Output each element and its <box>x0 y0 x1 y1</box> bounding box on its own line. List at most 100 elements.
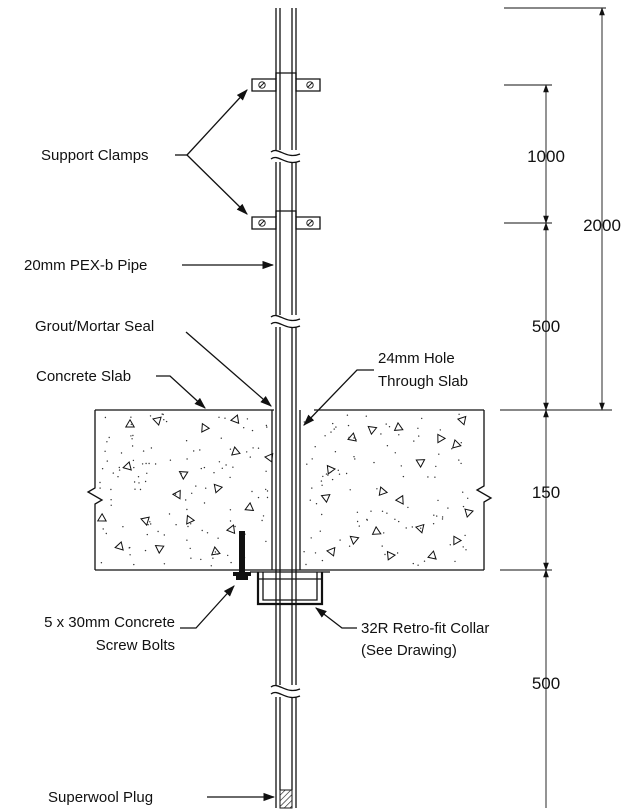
label-collar-line1: 32R Retro-fit Collar <box>361 620 489 637</box>
concrete-speckle-dot <box>265 488 267 491</box>
concrete-speckle-dot <box>122 526 124 528</box>
concrete-speckle-dot <box>405 527 407 529</box>
concrete-speckle-dot <box>217 537 219 539</box>
concrete-speckle-dot <box>386 445 389 447</box>
concrete-speckle-dot <box>129 554 131 556</box>
concrete-speckle-dot <box>186 508 188 511</box>
concrete-speckle-dot <box>131 438 133 440</box>
slab-break-right <box>475 410 493 570</box>
concrete-speckle-dot <box>191 492 193 494</box>
concrete-speckle-dot <box>458 459 460 461</box>
concrete-speckle-dot <box>205 487 207 489</box>
concrete-speckle-dot <box>418 435 420 437</box>
concrete-speckle-dot <box>330 431 332 433</box>
concrete-speckle-dot <box>252 447 254 449</box>
concrete-speckle-dot <box>356 511 359 513</box>
pipe-break-mid-b <box>270 321 301 329</box>
label-pipe: 20mm PEX-b Pipe <box>24 257 147 274</box>
hole-through-slab <box>271 410 301 570</box>
dim-150: 150 <box>532 483 560 502</box>
concrete-speckle-dot <box>110 488 112 491</box>
concrete-speckle-dot <box>150 447 153 449</box>
concrete-speckle-dot <box>458 413 460 415</box>
dim-1000: 1000 <box>527 147 565 166</box>
aggregate-triangle <box>349 535 360 546</box>
concrete-speckle-dot <box>334 451 337 453</box>
concrete-speckle-dot <box>217 553 219 555</box>
concrete-speckle-dot <box>417 564 419 566</box>
concrete-speckle-dot <box>174 493 177 495</box>
concrete-speckle-dot <box>394 452 396 454</box>
concrete-speckle-dot <box>214 551 217 553</box>
concrete-speckle-dot <box>329 471 332 474</box>
concrete-speckle-dot <box>169 459 172 461</box>
concrete-speckle-dot <box>380 433 382 435</box>
concrete-speckle-dot <box>370 510 372 512</box>
concrete-speckle-dot <box>266 426 268 428</box>
concrete-speckle-dot <box>139 488 142 491</box>
pipe-break-top-a <box>270 149 301 157</box>
concrete-speckle-dot <box>265 540 267 543</box>
concrete-speckle-dot <box>133 563 135 566</box>
dim-500-below: 500 <box>532 674 560 693</box>
concrete-speckle-dot <box>433 514 435 516</box>
concrete-speckle-dot <box>366 518 368 521</box>
concrete-speckle-dot <box>305 563 307 566</box>
concrete-speckle-dot <box>257 447 260 449</box>
concrete-speckle-dot <box>437 499 439 502</box>
concrete-speckle-dot <box>354 458 356 460</box>
concrete-speckle-dot <box>462 546 464 548</box>
concrete-speckle-dot <box>435 465 437 468</box>
concrete-speckle-dot <box>201 529 203 532</box>
concrete-speckle-dot <box>365 415 367 417</box>
concrete-speckle-dot <box>186 539 188 541</box>
concrete-speckle-dot <box>229 476 231 479</box>
concrete-speckle-dot <box>449 544 451 546</box>
concrete-speckle-dot <box>337 469 339 471</box>
concrete-speckle-dot <box>132 459 135 462</box>
dim-2000: 2000 <box>583 216 621 235</box>
concrete-speckle-dot <box>345 472 348 475</box>
concrete-speckle-dot <box>462 491 464 493</box>
label-hole-line2: Through Slab <box>378 373 468 390</box>
dimension-lines <box>500 7 612 808</box>
concrete-speckle <box>99 413 469 567</box>
label-bolts-line1: 5 x 30mm Concrete <box>44 614 175 631</box>
concrete-speckle-dot <box>427 476 429 478</box>
aggregate-triangle <box>225 524 236 535</box>
aggregate-triangle <box>326 546 336 557</box>
aggregate-triangle <box>386 550 397 561</box>
concrete-speckle-dot <box>386 512 388 514</box>
aggregate-triangle <box>371 525 382 535</box>
concrete-speckle-dot <box>147 524 149 526</box>
concrete-speckle-dot <box>376 488 378 490</box>
label-support-clamps: Support Clamps <box>41 147 149 164</box>
label-grout-seal: Grout/Mortar Seal <box>35 318 154 335</box>
concrete-speckle-dot <box>402 475 405 478</box>
aggregate-triangle <box>451 438 462 449</box>
concrete-speckle-dot <box>358 525 360 527</box>
concrete-speckle-dot <box>130 435 132 437</box>
concrete-speckle-dot <box>190 523 192 525</box>
concrete-speckle-dot <box>117 476 119 478</box>
concrete-speckle-dot <box>180 473 182 475</box>
concrete-speckle-dot <box>130 423 132 426</box>
concrete-speckle-dot <box>243 427 245 429</box>
concrete-speckle-dot <box>99 487 101 489</box>
pipe-break-mid-a <box>270 314 301 322</box>
aggregate-triangle <box>114 541 124 551</box>
aggregate-triangle <box>437 433 447 444</box>
aggregate-triangle <box>140 516 150 527</box>
concrete-speckle-dot <box>332 422 334 425</box>
concrete-slab <box>86 409 493 571</box>
concrete-speckle-dot <box>224 417 226 419</box>
concrete-speckle-dot <box>413 440 415 442</box>
concrete-speckle-dot <box>200 558 202 561</box>
concrete-speckle-dot <box>311 487 313 489</box>
concrete-speckle-dot <box>105 532 108 535</box>
leader-grout-seal <box>185 331 272 407</box>
aggregate-triangle <box>171 489 181 500</box>
concrete-speckle-dot <box>353 456 355 458</box>
concrete-speckle-dot <box>441 518 444 520</box>
concrete-speckle-dot <box>128 547 130 549</box>
